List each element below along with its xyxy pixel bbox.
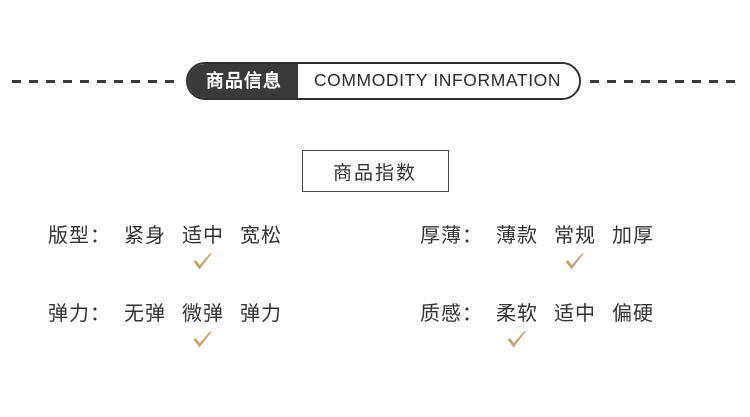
attribute-option[interactable]: 宽松 (240, 222, 282, 272)
attribute-row-elasticity: 弹力： 无弹 微弹 弹力 (0, 300, 375, 378)
attribute-label: 弹力： (48, 303, 111, 325)
attribute-option-label: 适中 (554, 303, 596, 325)
attribute-option[interactable]: 加厚 (612, 222, 654, 272)
attribute-option-label: 宽松 (240, 225, 282, 247)
checkmark-icon (193, 252, 213, 270)
header-title-en: COMMODITY INFORMATION (297, 64, 580, 98)
attribute-option[interactable]: 偏硬 (612, 300, 654, 350)
attribute-option-list: 无弹 微弹 弹力 (124, 300, 282, 350)
dashed-rule-left (11, 79, 177, 83)
commodity-index-grid: 版型： 紧身 适中 宽松 厚薄： 薄款 常规 (0, 222, 750, 378)
section-title-box: 商品指数 (301, 150, 449, 192)
checkmark-icon (507, 330, 527, 348)
dashed-rule-right (590, 79, 739, 83)
attribute-row-texture: 质感： 柔软 适中 偏硬 (375, 300, 750, 378)
attribute-option-label: 无弹 (124, 303, 166, 325)
attribute-option[interactable]: 弹力 (240, 300, 282, 350)
attribute-option-selected[interactable]: 微弹 (182, 300, 224, 350)
attribute-label: 质感： (420, 303, 483, 325)
attribute-option-selected[interactable]: 常规 (554, 222, 596, 272)
checkmark-icon (193, 330, 213, 348)
attribute-row-thickness: 厚薄： 薄款 常规 加厚 (375, 222, 750, 300)
attribute-label: 厚薄： (420, 225, 483, 247)
attribute-option-label: 紧身 (124, 225, 166, 247)
header-pill: 商品信息 COMMODITY INFORMATION (185, 62, 582, 100)
attribute-option-label: 常规 (554, 225, 596, 247)
attribute-option[interactable]: 紧身 (124, 222, 166, 272)
attribute-option-list: 紧身 适中 宽松 (124, 222, 282, 272)
attribute-option-selected[interactable]: 适中 (182, 222, 224, 272)
attribute-option-list: 薄款 常规 加厚 (496, 222, 654, 272)
attribute-option[interactable]: 薄款 (496, 222, 538, 272)
page-header-banner: 商品信息 COMMODITY INFORMATION (0, 58, 750, 104)
attribute-row-fit: 版型： 紧身 适中 宽松 (0, 222, 375, 300)
attribute-option-label: 加厚 (612, 225, 654, 247)
attribute-option[interactable]: 无弹 (124, 300, 166, 350)
attribute-option[interactable]: 适中 (554, 300, 596, 350)
attribute-label: 版型： (48, 225, 111, 247)
section-title-wrap: 商品指数 (0, 150, 750, 192)
attribute-option-selected[interactable]: 柔软 (496, 300, 538, 350)
attribute-option-label: 微弹 (182, 303, 224, 325)
attribute-option-label: 柔软 (496, 303, 538, 325)
attribute-option-list: 柔软 适中 偏硬 (496, 300, 654, 350)
attribute-option-label: 弹力 (240, 303, 282, 325)
header-title-cn: 商品信息 (187, 64, 298, 98)
attribute-option-label: 薄款 (496, 225, 538, 247)
checkmark-icon (565, 252, 585, 270)
attribute-option-label: 适中 (182, 225, 224, 247)
attribute-option-label: 偏硬 (612, 303, 654, 325)
